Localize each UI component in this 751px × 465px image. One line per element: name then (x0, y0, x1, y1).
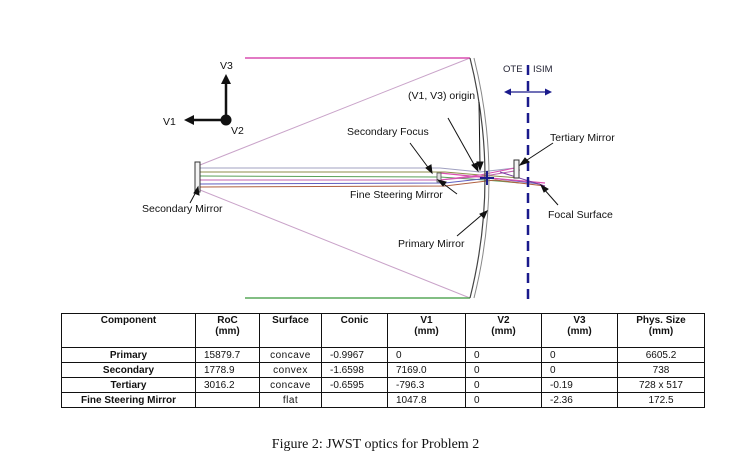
cell-v2: 0 (465, 392, 542, 408)
table-row: Tertiary 3016.2 concave -0.6595 -796.3 0… (61, 377, 705, 393)
table-row: Primary 15879.7 concave -0.9967 0 0 0 66… (61, 347, 705, 363)
cell-v2: 0 (465, 347, 542, 363)
header-roc: RoC(mm) (195, 313, 260, 348)
cell-v1: 0 (387, 347, 466, 363)
secondary-mirror-label: Secondary Mirror (142, 203, 223, 215)
cell-v1: 1047.8 (387, 392, 466, 408)
secondary-focus-label: Secondary Focus (347, 126, 429, 138)
cell-v2: 0 (465, 362, 542, 378)
header-conic: Conic (321, 313, 388, 348)
header-phys-size: Phys. Size(mm) (617, 313, 705, 348)
origin-label: (V1, V3) origin (408, 90, 475, 102)
tertiary-mirror-shape (513, 159, 520, 179)
focal-surface-label: Focal Surface (548, 209, 613, 221)
coordinate-axes (184, 74, 232, 126)
fine-steering-mirror-shape (436, 172, 442, 183)
table-row: Secondary 1778.9 convex -1.6598 7169.0 0… (61, 362, 705, 378)
cell-v3: 0 (541, 362, 618, 378)
origin-cross (480, 171, 494, 185)
cell-phys-size: 172.5 (617, 392, 705, 408)
fine-steering-mirror-label: Fine Steering Mirror (350, 189, 443, 201)
cell-surface: concave (259, 347, 322, 363)
cell-conic: -0.6595 (321, 377, 388, 393)
cell-v1: -796.3 (387, 377, 466, 393)
ote-isim-arrow (504, 88, 552, 96)
header-component: Component (61, 313, 196, 348)
leader-arrows (189, 101, 559, 237)
cell-roc: 15879.7 (195, 347, 260, 363)
table-header-row: Component RoC(mm) Surface Conic V1(mm) V… (61, 313, 705, 348)
cell-surface: convex (259, 362, 322, 378)
cell-phys-size: 738 (617, 362, 705, 378)
tertiary-mirror-label: Tertiary Mirror (550, 132, 615, 144)
figure-caption: Figure 2: JWST optics for Problem 2 (271, 437, 480, 452)
light-cone (199, 57, 471, 299)
cell-v3: -2.36 (541, 392, 618, 408)
cell-conic (321, 392, 388, 408)
cell-v3: 0 (541, 347, 618, 363)
cell-v2: 0 (465, 377, 542, 393)
cell-conic: -1.6598 (321, 362, 388, 378)
cell-v3: -0.19 (541, 377, 618, 393)
v3-axis-label: V3 (220, 60, 233, 72)
cell-conic: -0.9967 (321, 347, 388, 363)
header-v2: V2(mm) (465, 313, 542, 348)
optics-table: Component RoC(mm) Surface Conic V1(mm) V… (61, 313, 705, 408)
cell-v1: 7169.0 (387, 362, 466, 378)
optics-diagram: V3 V1 V2 (V1, V3) origin OTE ISIM Second… (142, 57, 615, 300)
cell-component: Secondary (61, 362, 196, 378)
cell-surface: flat (259, 392, 322, 408)
table-row: Fine Steering Mirror flat 1047.8 0 -2.36… (61, 392, 705, 408)
cell-surface: concave (259, 377, 322, 393)
v1-axis-label: V1 (163, 116, 176, 128)
cell-roc: 3016.2 (195, 377, 260, 393)
header-v1: V1(mm) (387, 313, 466, 348)
header-surface: Surface (259, 313, 322, 348)
isim-label: ISIM (533, 64, 553, 75)
ray-bundle (199, 167, 546, 188)
cell-roc (195, 392, 260, 408)
cell-roc: 1778.9 (195, 362, 260, 378)
header-v3: V3(mm) (541, 313, 618, 348)
v2-axis-label: V2 (231, 125, 244, 137)
ote-label: OTE (503, 64, 523, 75)
cell-component: Primary (61, 347, 196, 363)
cell-component: Tertiary (61, 377, 196, 393)
cell-component: Fine Steering Mirror (61, 392, 196, 408)
primary-mirror-label: Primary Mirror (398, 238, 465, 250)
cell-phys-size: 6605.2 (617, 347, 705, 363)
cell-phys-size: 728 x 517 (617, 377, 705, 393)
